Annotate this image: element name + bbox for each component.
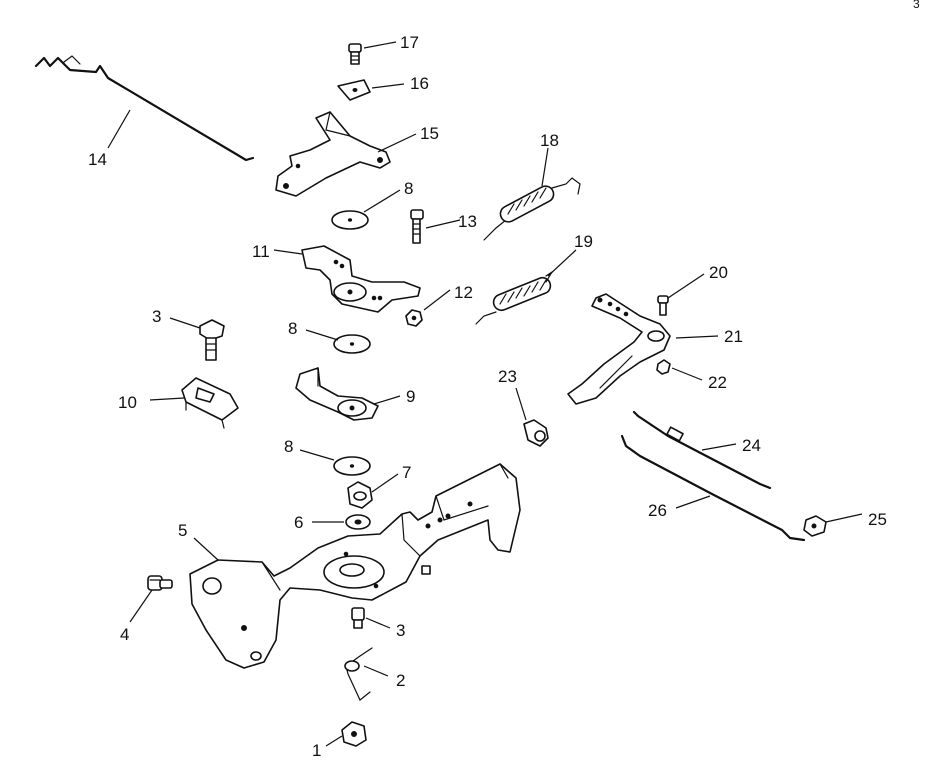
callout-numbers: 17 16 15 14 18 8 13 11 19 12 20 3 8 21 2… <box>88 33 887 760</box>
part-14-control-rod <box>34 55 255 162</box>
corner-mark: 3 <box>913 0 920 11</box>
part-15-bracket <box>275 111 391 197</box>
callout-25: 25 <box>868 510 887 529</box>
part-25-bushing <box>803 515 827 537</box>
callout-26: 26 <box>648 501 667 520</box>
part-19-spring <box>475 271 553 325</box>
part-17-screw <box>348 43 362 65</box>
part-7-nut <box>347 481 373 509</box>
callout-6: 6 <box>294 513 303 532</box>
callout-10: 10 <box>118 393 137 412</box>
part-12-nut <box>405 309 423 327</box>
part-13-screw <box>410 209 424 244</box>
callout-20: 20 <box>709 263 728 282</box>
callout-23: 23 <box>498 367 517 386</box>
part-22-nut <box>656 359 671 375</box>
part-8-washer-upper <box>331 210 369 230</box>
part-21-lever <box>567 293 671 405</box>
part-10-clip <box>181 377 239 429</box>
callout-8-upper: 8 <box>404 179 413 198</box>
callout-2: 2 <box>396 671 405 690</box>
part-20-screw <box>657 295 669 316</box>
callout-19: 19 <box>574 232 593 251</box>
part-8-washer-middle <box>333 334 371 354</box>
callout-13: 13 <box>458 212 477 231</box>
callout-15: 15 <box>420 124 439 143</box>
callout-4: 4 <box>120 625 129 644</box>
callout-9: 9 <box>406 387 415 406</box>
callout-8-middle: 8 <box>288 319 297 338</box>
leader-lines <box>107 41 863 747</box>
callout-5: 5 <box>178 521 187 540</box>
part-5-mounting-plate <box>189 463 521 669</box>
callout-3-lower: 3 <box>396 621 405 640</box>
part-16-washer <box>337 79 371 101</box>
callout-24: 24 <box>742 436 761 455</box>
callout-12: 12 <box>454 283 473 302</box>
part-3-screw-upper <box>199 319 225 361</box>
callout-18: 18 <box>540 131 559 150</box>
part-18-spring <box>483 177 581 241</box>
part-1-nut <box>341 721 367 747</box>
part-26-rod <box>620 434 806 542</box>
part-24-link-rod <box>632 410 772 490</box>
callout-3-upper: 3 <box>152 307 161 326</box>
callout-21: 21 <box>724 327 743 346</box>
part-3-screw-lower <box>351 607 365 629</box>
part-6-spacer <box>345 514 371 530</box>
callout-16: 16 <box>410 74 429 93</box>
callout-14: 14 <box>88 150 107 169</box>
callout-11: 11 <box>252 242 270 261</box>
part-4-fitting <box>147 575 173 591</box>
part-2-spring-clip <box>344 647 373 701</box>
callout-1: 1 <box>312 741 321 760</box>
part-8-washer-lower <box>333 456 371 476</box>
callout-7: 7 <box>402 463 411 482</box>
callout-8-lower: 8 <box>284 437 293 456</box>
callout-17: 17 <box>400 33 419 52</box>
part-9-lever-plate <box>295 367 379 421</box>
callout-22: 22 <box>708 373 727 392</box>
part-11-lever <box>301 245 421 313</box>
part-23-clip <box>523 419 549 447</box>
